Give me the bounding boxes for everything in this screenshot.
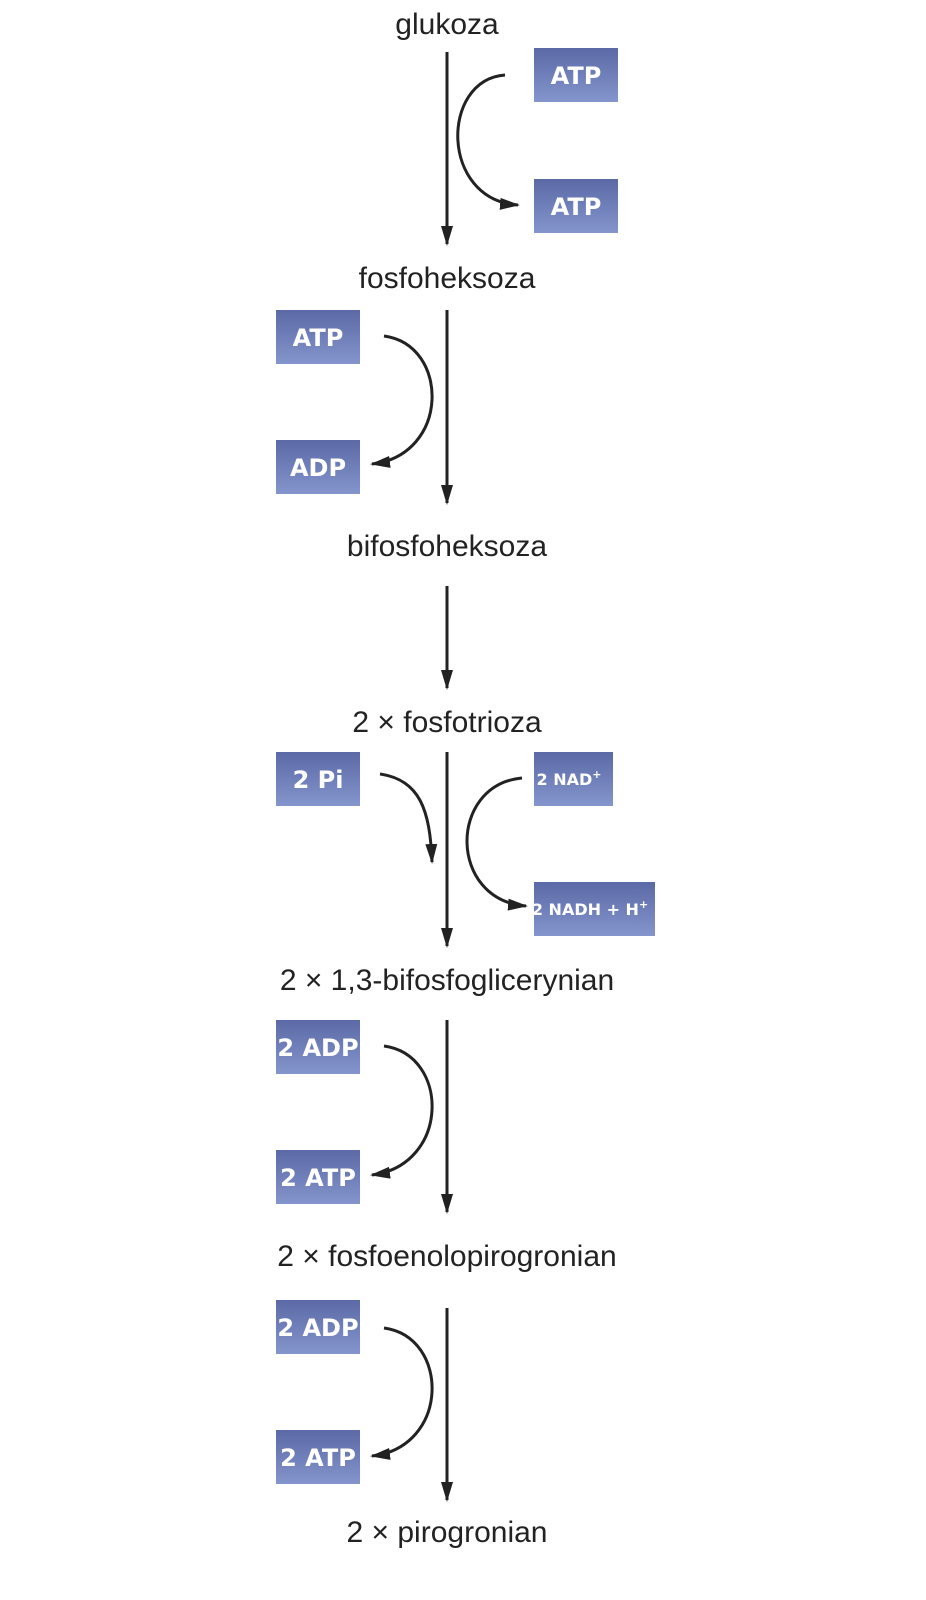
svg-text:ATP: ATP [293, 324, 344, 352]
box-atp-output: ATP [534, 179, 618, 233]
compound-pirogronian: 2 × pirogronian [347, 1516, 548, 1549]
compound-fosfotrioza: 2 × fosfotrioza [352, 706, 542, 739]
curve-arrow-adp-atp-1 [370, 1044, 434, 1179]
svg-text:ATP: ATP [551, 62, 602, 90]
svg-text:ADP: ADP [290, 454, 346, 482]
svg-text:2 ATP: 2 ATP [280, 1444, 356, 1472]
curve-arrow-nad [465, 776, 528, 911]
box-adp-released: ADP [276, 440, 360, 494]
svg-text:ATP: ATP [551, 193, 602, 221]
box-atp-input: ATP [534, 48, 618, 102]
compound-fosfoheksoza: fosfoheksoza [359, 262, 536, 295]
compound-glukoza: glukoza [395, 8, 499, 41]
box-2-adp-step6: 2 ADP [276, 1300, 360, 1354]
box-2-pi: 2 Pi [276, 752, 360, 806]
svg-text:2 Pi: 2 Pi [293, 766, 344, 794]
compound-bifosfoglicerynian: 2 × 1,3-bifosfoglicerynian [280, 964, 614, 997]
box-2-nadh: 2 NADH + H+ [532, 882, 655, 936]
curve-arrow-adp-atp-2 [370, 1326, 434, 1460]
box-2-adp-step5: 2 ADP [276, 1020, 360, 1074]
svg-text:2 ADP: 2 ADP [277, 1034, 358, 1062]
svg-text:2 ADP: 2 ADP [277, 1314, 358, 1342]
compound-fosfoenolopirogronian: 2 × fosfoenolopirogronian [277, 1240, 616, 1273]
curve-arrow-atp-in-out [456, 73, 520, 210]
box-2-atp-step5: 2 ATP [276, 1150, 360, 1204]
svg-text:2 NADH + H+: 2 NADH + H+ [532, 898, 648, 919]
svg-text:2 NAD+: 2 NAD+ [537, 768, 602, 789]
curve-arrow-pi [379, 772, 438, 864]
compound-bifosfoheksoza: bifosfoheksoza [347, 530, 547, 563]
svg-text:2 ATP: 2 ATP [280, 1164, 356, 1192]
box-2-atp-step6: 2 ATP [276, 1430, 360, 1484]
curve-arrow-atp-adp [370, 334, 434, 468]
box-atp-consumed: ATP [276, 310, 360, 364]
box-2-nad: 2 NAD+ [534, 752, 613, 806]
